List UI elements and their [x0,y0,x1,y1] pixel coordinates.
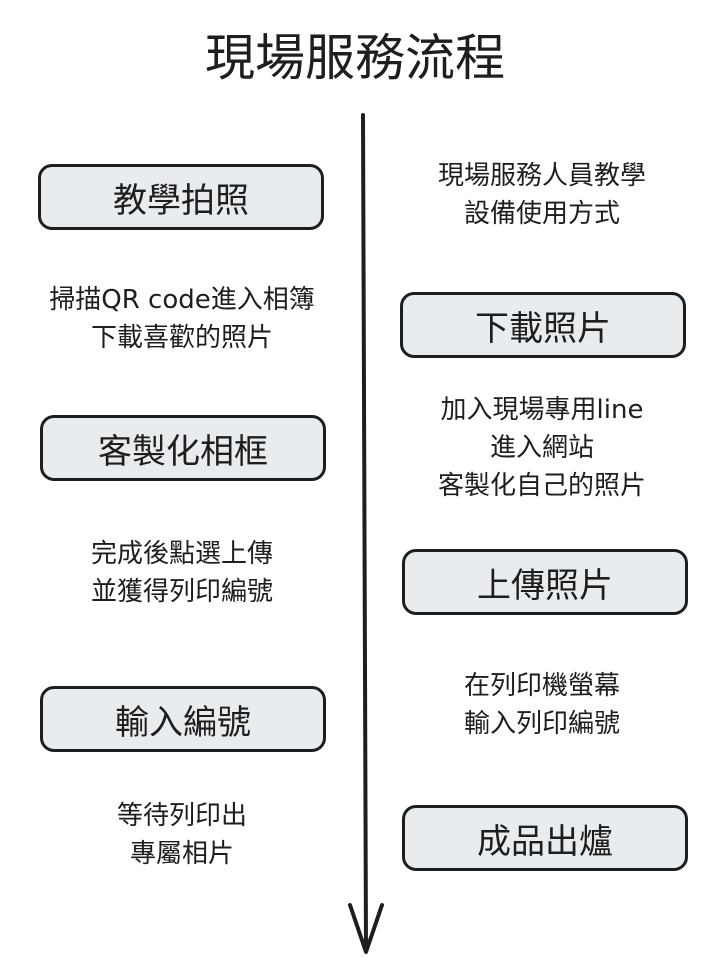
step-box-enter-number: 輸入編號 [40,686,326,752]
step-box-custom-frame: 客製化相框 [40,415,326,481]
description-line: 並獲得列印編號 [90,577,273,607]
description-line: 下載喜歡的照片 [90,323,273,353]
step-box-download-photo: 下載照片 [400,292,686,358]
description-line: 客製化自己的照片 [437,471,646,501]
description-teach: 現場服務人員教學 設備使用方式 [372,157,710,233]
description-line: 設備使用方式 [463,199,620,229]
description-line: 完成後點選上傳 [90,539,273,569]
description-line-join: 加入現場專用line 進入網站 客製化自己的照片 [372,391,710,505]
description-line: 專屬相片 [129,839,234,869]
description-line: 加入現場專用line [440,395,644,425]
description-line: 掃描QR code進入相簿 [49,285,315,315]
step-box-upload-photo: 上傳照片 [402,549,688,615]
page-title: 現場服務流程 [205,29,505,87]
description-upload: 完成後點選上傳 並獲得列印編號 [12,535,352,611]
description-line: 等待列印出 [116,801,247,831]
description-wait-print: 等待列印出 專屬相片 [12,797,352,873]
description-printer: 在列印機螢幕 輸入列印編號 [372,667,710,743]
description-scan-qr: 掃描QR code進入相簿 下載喜歡的照片 [12,281,352,357]
step-box-output: 成品出爐 [402,805,688,871]
description-line: 現場服務人員教學 [437,161,646,191]
step-box-teach-photo: 教學拍照 [38,164,324,230]
description-line: 進入網站 [489,433,594,463]
description-line: 輸入列印編號 [463,709,620,739]
description-line: 在列印機螢幕 [463,671,620,701]
